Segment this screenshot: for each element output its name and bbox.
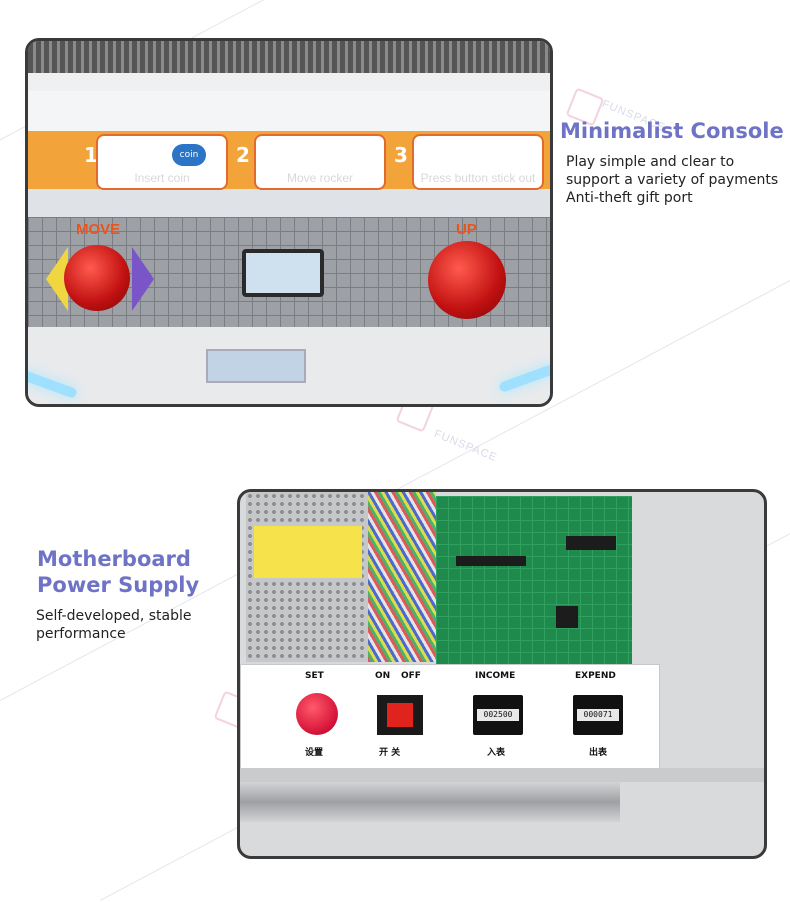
step-number: 2 xyxy=(236,143,250,167)
heading-line: Power Supply xyxy=(37,573,200,597)
circuit-board xyxy=(436,496,632,666)
logo-plaque xyxy=(206,349,306,383)
motherboard-photo: SET 设置 ON OFF 开 关 INCOME 002500 入表 EXPEN… xyxy=(237,489,767,859)
step-label: Insert coin xyxy=(134,171,190,185)
income-cn-label: 入表 xyxy=(487,748,506,758)
motherboard-heading: Motherboard Power Supply xyxy=(37,546,199,598)
step-number: 3 xyxy=(394,143,408,167)
arrow-left-icon xyxy=(46,247,68,311)
instruction-step-3: Press button stick out xyxy=(412,134,544,190)
set-cn-label: 设置 xyxy=(305,748,324,758)
up-button[interactable] xyxy=(428,241,506,319)
income-value: 002500 xyxy=(477,709,519,721)
instruction-strip: 1 coin Insert coin 2 Move rocker 3 Press… xyxy=(28,131,550,190)
income-counter: 002500 xyxy=(473,695,523,735)
power-switch[interactable] xyxy=(377,695,423,735)
description-line: support a variety of payments xyxy=(566,172,779,188)
move-label: MOVE xyxy=(76,221,121,238)
motherboard-description: Self-developed, stable performance xyxy=(36,607,192,643)
watermark-text: FUNSPACE xyxy=(432,427,499,465)
switch-cn-label: 开 关 xyxy=(379,748,401,758)
coin-icon: coin xyxy=(172,144,206,166)
set-button[interactable] xyxy=(296,693,338,735)
instruction-step-2: Move rocker xyxy=(254,134,386,190)
wires xyxy=(368,492,436,662)
up-label: UP xyxy=(456,221,477,238)
on-label: ON xyxy=(375,671,391,681)
instruction-step-1: coin Insert coin xyxy=(96,134,228,190)
shelf xyxy=(240,768,764,782)
step-label: Move rocker xyxy=(286,171,354,185)
console-heading: Minimalist Console xyxy=(560,119,784,143)
set-label: SET xyxy=(305,671,324,681)
heading-line: Motherboard xyxy=(37,547,191,571)
off-label: OFF xyxy=(401,671,421,681)
console-photo: 1 coin Insert coin 2 Move rocker 3 Press… xyxy=(25,38,553,407)
description-line: Play simple and clear to xyxy=(566,154,735,170)
joystick[interactable] xyxy=(64,245,130,311)
lcd-display xyxy=(242,249,324,297)
step-label: Press button stick out xyxy=(420,171,536,185)
control-board-panel: SET 设置 ON OFF 开 关 INCOME 002500 入表 EXPEN… xyxy=(240,664,660,770)
hinge xyxy=(240,782,620,822)
expend-value: 000071 xyxy=(577,709,619,721)
console-description: Play simple and clear to support a varie… xyxy=(566,153,778,207)
arrow-right-icon xyxy=(132,247,154,311)
description-line: Self-developed, stable xyxy=(36,608,192,624)
income-label: INCOME xyxy=(475,671,516,681)
top-bar xyxy=(28,73,550,91)
rail xyxy=(28,41,550,73)
power-supply xyxy=(246,492,368,662)
expend-counter: 000071 xyxy=(573,695,623,735)
cabinet-frame xyxy=(28,91,550,131)
description-line: Anti-theft gift port xyxy=(566,190,693,206)
step-number: 1 xyxy=(84,143,98,167)
expend-label: EXPEND xyxy=(575,671,616,681)
expend-cn-label: 出表 xyxy=(589,748,608,758)
description-line: performance xyxy=(36,626,126,642)
